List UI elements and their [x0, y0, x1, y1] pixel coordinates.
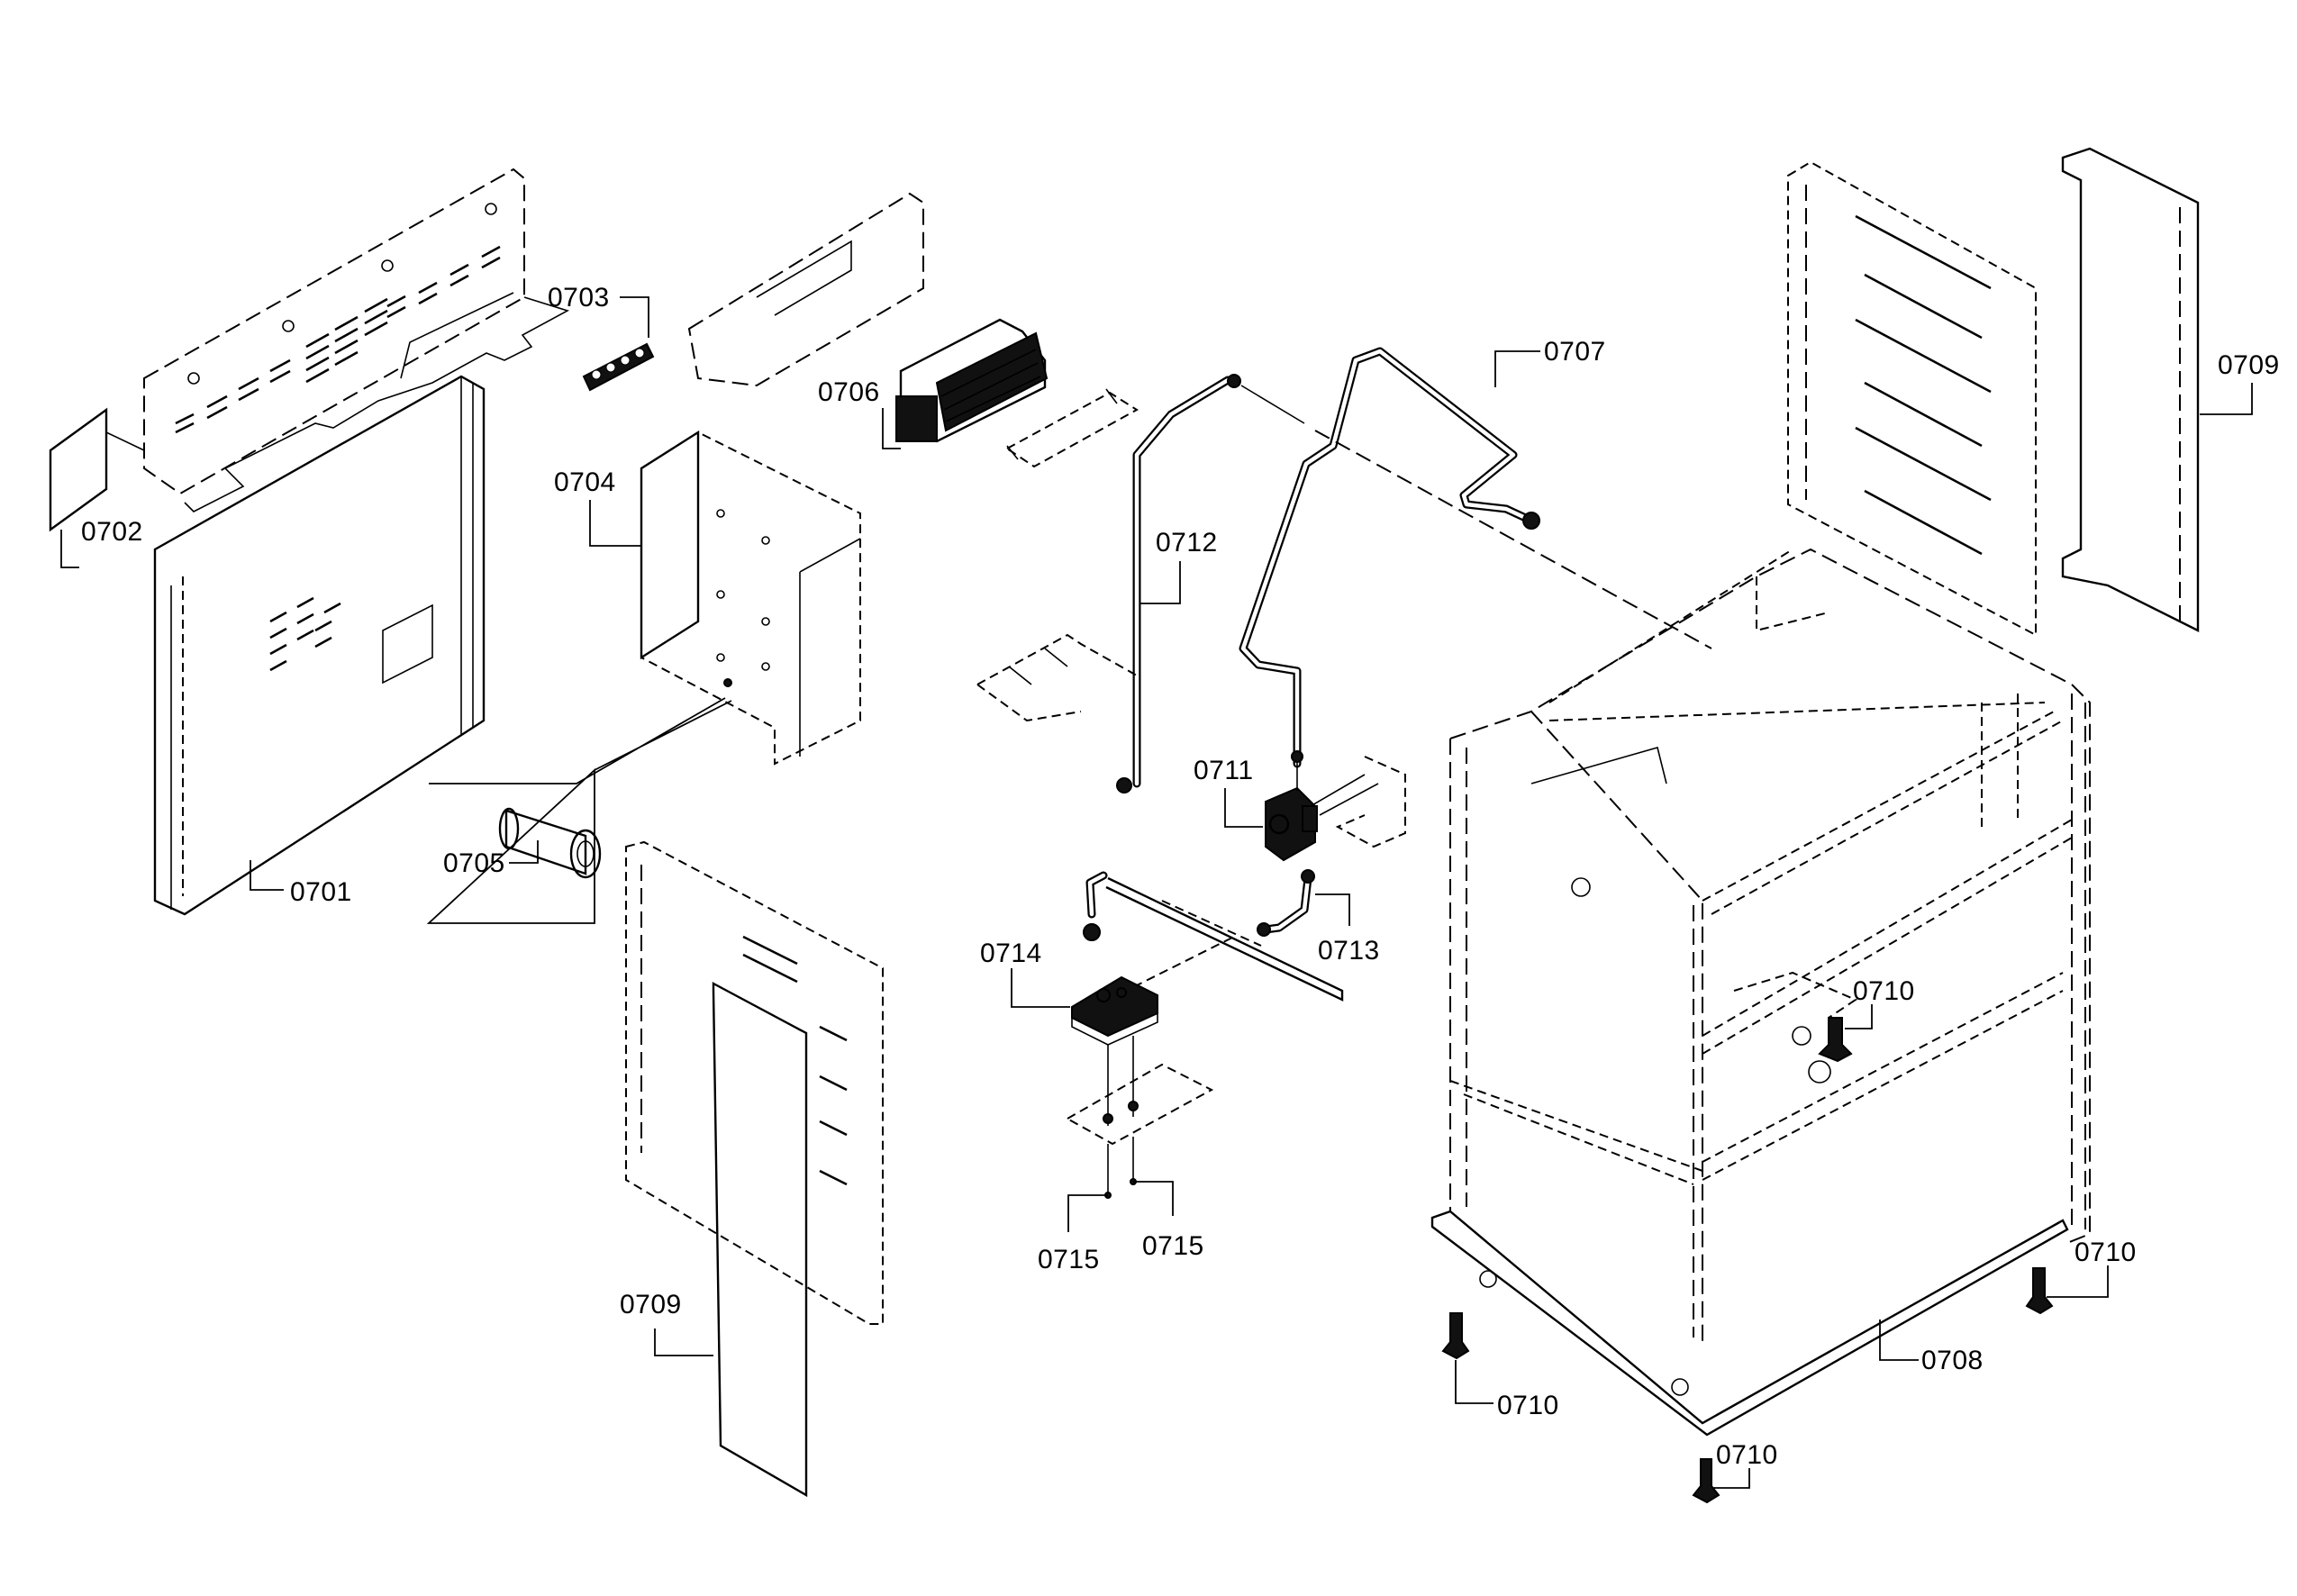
cabinet-frame	[1449, 548, 2091, 1342]
callout-0706: 0706	[818, 377, 880, 407]
rail-vent-slots	[175, 203, 501, 434]
leader-0715b	[1133, 1181, 1174, 1216]
callout-0703: 0703	[548, 283, 610, 313]
callout-0714: 0714	[980, 939, 1042, 968]
leader-0712	[1139, 561, 1181, 604]
mounting-plate	[1065, 1063, 1214, 1199]
callout-0711: 0711	[1194, 756, 1254, 785]
leader-0703	[620, 296, 649, 338]
callout-0710-front: 0710	[1716, 1440, 1778, 1470]
leader-0705	[509, 840, 539, 864]
panel-vent-slots	[269, 596, 341, 672]
gas-tube-0707	[1239, 347, 1712, 768]
gas-tube-0712	[1116, 374, 1305, 793]
callout-0701: 0701	[290, 877, 352, 907]
leader-0710b	[2047, 1265, 2109, 1298]
sleeve-0705	[498, 807, 602, 879]
callout-0713: 0713	[1318, 936, 1380, 966]
pressure-regulator-0714	[1071, 975, 1158, 1126]
trim-slots-left	[742, 935, 848, 1186]
side-trim-panel-right-0709	[1787, 147, 2200, 637]
leader-0714	[1011, 968, 1070, 1008]
callout-0707: 0707	[1544, 337, 1606, 367]
callout-0709-left: 0709	[620, 1290, 682, 1319]
leader-0702	[60, 530, 79, 568]
leveling-foot-left	[1441, 1312, 1470, 1360]
tube-bracket	[976, 633, 1138, 722]
gas-valve-0711	[1265, 750, 1406, 862]
leader-0713	[1315, 893, 1350, 926]
callout-0705: 0705	[443, 848, 505, 878]
leader-0709a	[2200, 383, 2253, 415]
manifold-bar	[1083, 871, 1344, 1002]
leader-0710d	[1713, 1468, 1750, 1489]
fan-bracket	[1005, 388, 1139, 468]
leader-0710a	[1845, 1004, 1873, 1029]
leader-0711	[1224, 788, 1263, 828]
terminal-block-0703	[582, 342, 655, 392]
side-panel-0701	[153, 375, 486, 916]
leader-0708	[1879, 1319, 1919, 1361]
callout-0710-inner: 0710	[1853, 976, 1915, 1006]
leveling-foot-right	[2025, 1267, 2054, 1315]
callout-0709-right: 0709	[2218, 350, 2280, 380]
callout-0708: 0708	[1921, 1346, 1984, 1375]
trim-slots-right	[1855, 214, 1992, 556]
leader-0709b	[654, 1328, 713, 1356]
cover-plate-0702	[49, 407, 145, 532]
callout-0715-left: 0715	[1038, 1245, 1100, 1274]
callout-0715-right: 0715	[1142, 1231, 1204, 1261]
callout-0712: 0712	[1156, 528, 1218, 558]
callout-0710-left: 0710	[1497, 1391, 1559, 1420]
leveling-foot-front	[1692, 1458, 1720, 1504]
side-trim-panel-left-0709	[625, 840, 884, 1498]
control-bracket-0704	[640, 430, 861, 766]
top-rail-part	[143, 168, 570, 512]
duct-bracket	[687, 192, 924, 387]
leader-0707	[1494, 350, 1540, 387]
leveling-foot-inner	[1818, 1017, 1853, 1063]
connector-tube-0713	[1257, 869, 1315, 937]
callout-0702: 0702	[81, 517, 143, 547]
callout-0710-right: 0710	[2075, 1238, 2137, 1267]
cooling-fan-0706	[895, 318, 1049, 443]
detail-box-0705	[426, 697, 732, 924]
base-plate-0708	[1430, 1210, 2069, 1437]
callout-0704: 0704	[554, 467, 616, 497]
leader-0710c	[1455, 1360, 1494, 1404]
leader-0701	[250, 860, 284, 891]
leader-0706	[882, 408, 901, 449]
leader-0704	[589, 500, 641, 547]
leader-0715a	[1067, 1194, 1108, 1232]
